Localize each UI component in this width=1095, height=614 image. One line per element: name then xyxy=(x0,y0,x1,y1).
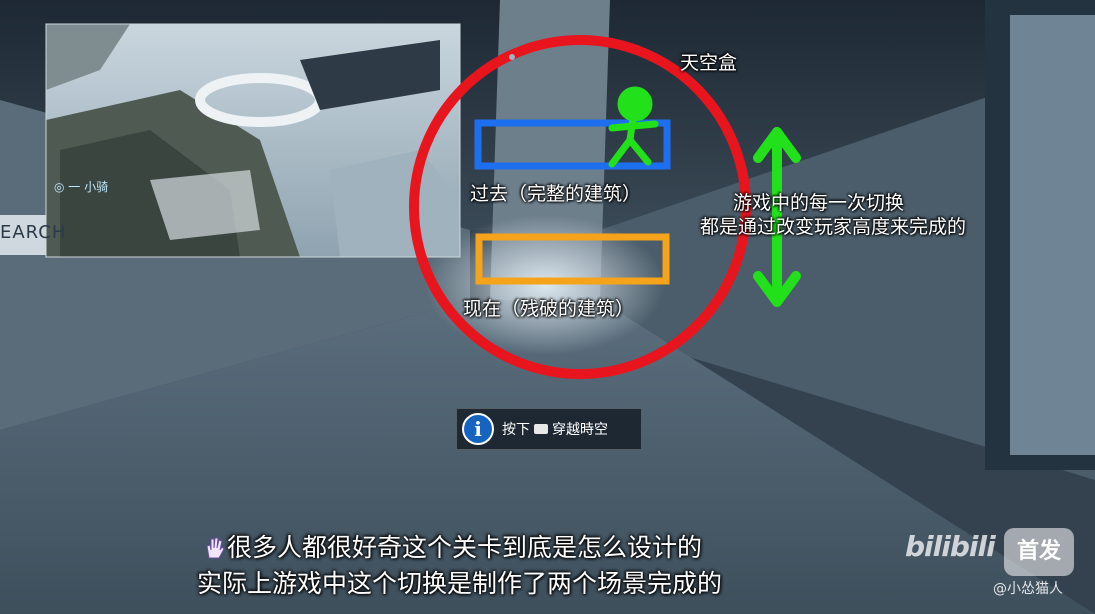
past-label: 过去（完整的建筑） xyxy=(470,183,642,205)
bilibili-tv-icon: 首发 xyxy=(1004,528,1074,576)
present-label: 现在（残破的建筑） xyxy=(463,298,635,320)
minimap-label: ◎ 一 小骑 xyxy=(54,180,109,194)
wall-sign: EARCH xyxy=(0,222,67,243)
prompt-press-label: 按下 xyxy=(502,422,530,438)
info-icon: i xyxy=(462,413,494,445)
subtitle-line-2: 实际上游戏中这个切换是制作了两个场景完成的 xyxy=(197,569,723,598)
subtitle-line-1: 很多人都很好奇这个关卡到底是怎么设计的 xyxy=(227,533,703,562)
explanation-line-2: 都是通过改变玩家高度来完成的 xyxy=(700,216,967,238)
bilibili-tv-label: 首发 xyxy=(1016,539,1061,564)
time-travel-prompt[interactable]: i 按下 穿越時空 xyxy=(456,408,642,450)
height-explanation: 游戏中的每一次切换 都是通过改变玩家高度来完成的 xyxy=(700,191,966,239)
present-building-box xyxy=(475,233,670,285)
hand-icon xyxy=(203,536,225,560)
prompt-text: 按下 穿越時空 xyxy=(502,419,608,439)
past-building-box xyxy=(474,119,671,170)
bilibili-logo: bilibili xyxy=(905,530,996,563)
uploader-watermark: @小怂猫人 xyxy=(993,581,1063,597)
prompt-action-label: 穿越時空 xyxy=(552,422,608,438)
height-double-arrow xyxy=(753,127,801,307)
explanation-line-1: 游戏中的每一次切换 xyxy=(733,192,905,214)
stick-figure xyxy=(608,86,659,168)
annotation-circle xyxy=(409,35,751,379)
skybox-label: 天空盒 xyxy=(680,52,738,74)
keyboard-key-icon xyxy=(534,424,548,434)
